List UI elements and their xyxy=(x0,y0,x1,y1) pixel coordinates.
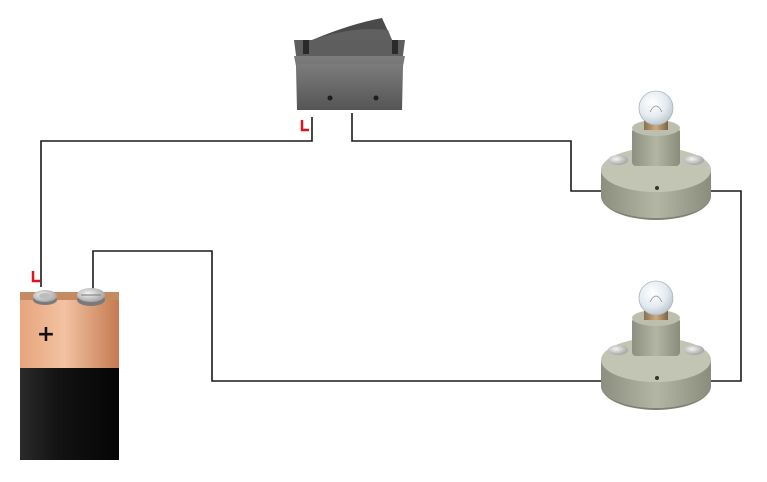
wire-bottom-lamp-to-battery xyxy=(92,250,601,382)
battery-terminal-positive xyxy=(33,290,57,305)
battery: + xyxy=(20,288,119,460)
lamp-holder-bottom[interactable] xyxy=(601,280,711,410)
red-marker-switch xyxy=(300,120,309,132)
red-marker-battery xyxy=(31,271,40,283)
wires xyxy=(40,113,742,382)
battery-black-body xyxy=(20,368,119,460)
battery-terminal-negative xyxy=(77,288,105,306)
battery-plus-label: + xyxy=(37,322,55,347)
wire-switch-to-top-lamp xyxy=(351,113,601,192)
wire-top-lamp-to-bottom-lamp xyxy=(711,190,742,382)
rocker-switch[interactable] xyxy=(294,18,405,110)
battery-copper-top xyxy=(20,296,119,368)
wire-battery-to-switch xyxy=(40,117,313,287)
lamp-holder-top[interactable] xyxy=(601,90,711,220)
